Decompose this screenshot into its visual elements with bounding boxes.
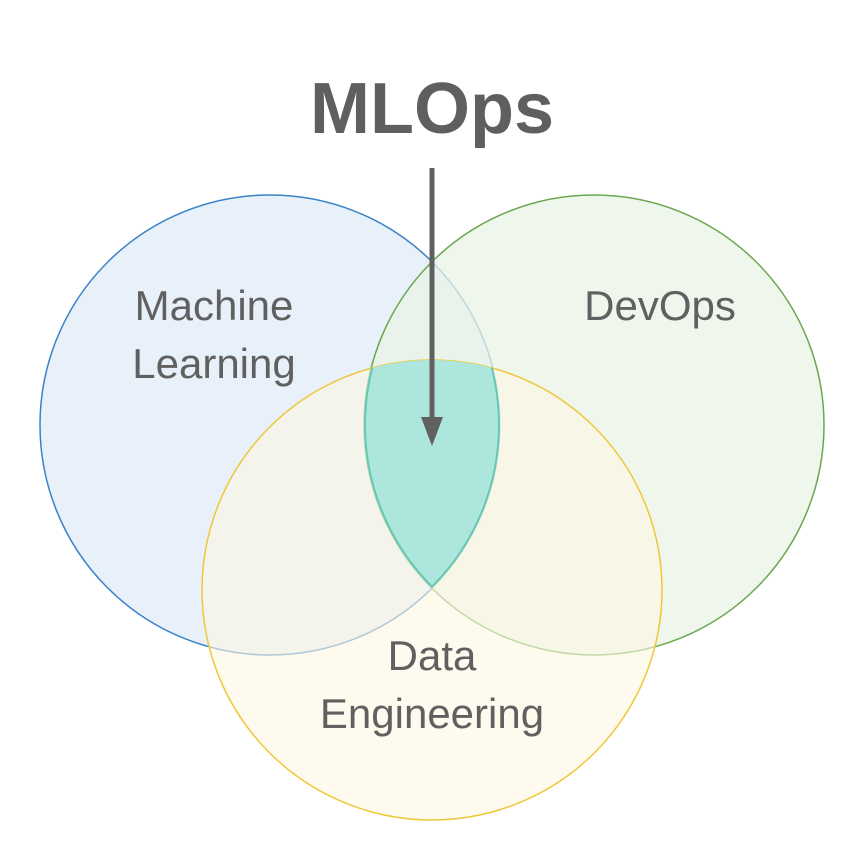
arrow-head-icon	[421, 417, 443, 446]
data-engineering-label-line2: Engineering	[320, 690, 544, 737]
machine-learning-label-line1: Machine	[135, 282, 294, 329]
mlops-title: MLOps	[310, 69, 554, 149]
machine-learning-label-line2: Learning	[132, 340, 295, 387]
devops-label: DevOps	[584, 282, 736, 329]
data-engineering-label-line1: Data	[388, 632, 477, 679]
